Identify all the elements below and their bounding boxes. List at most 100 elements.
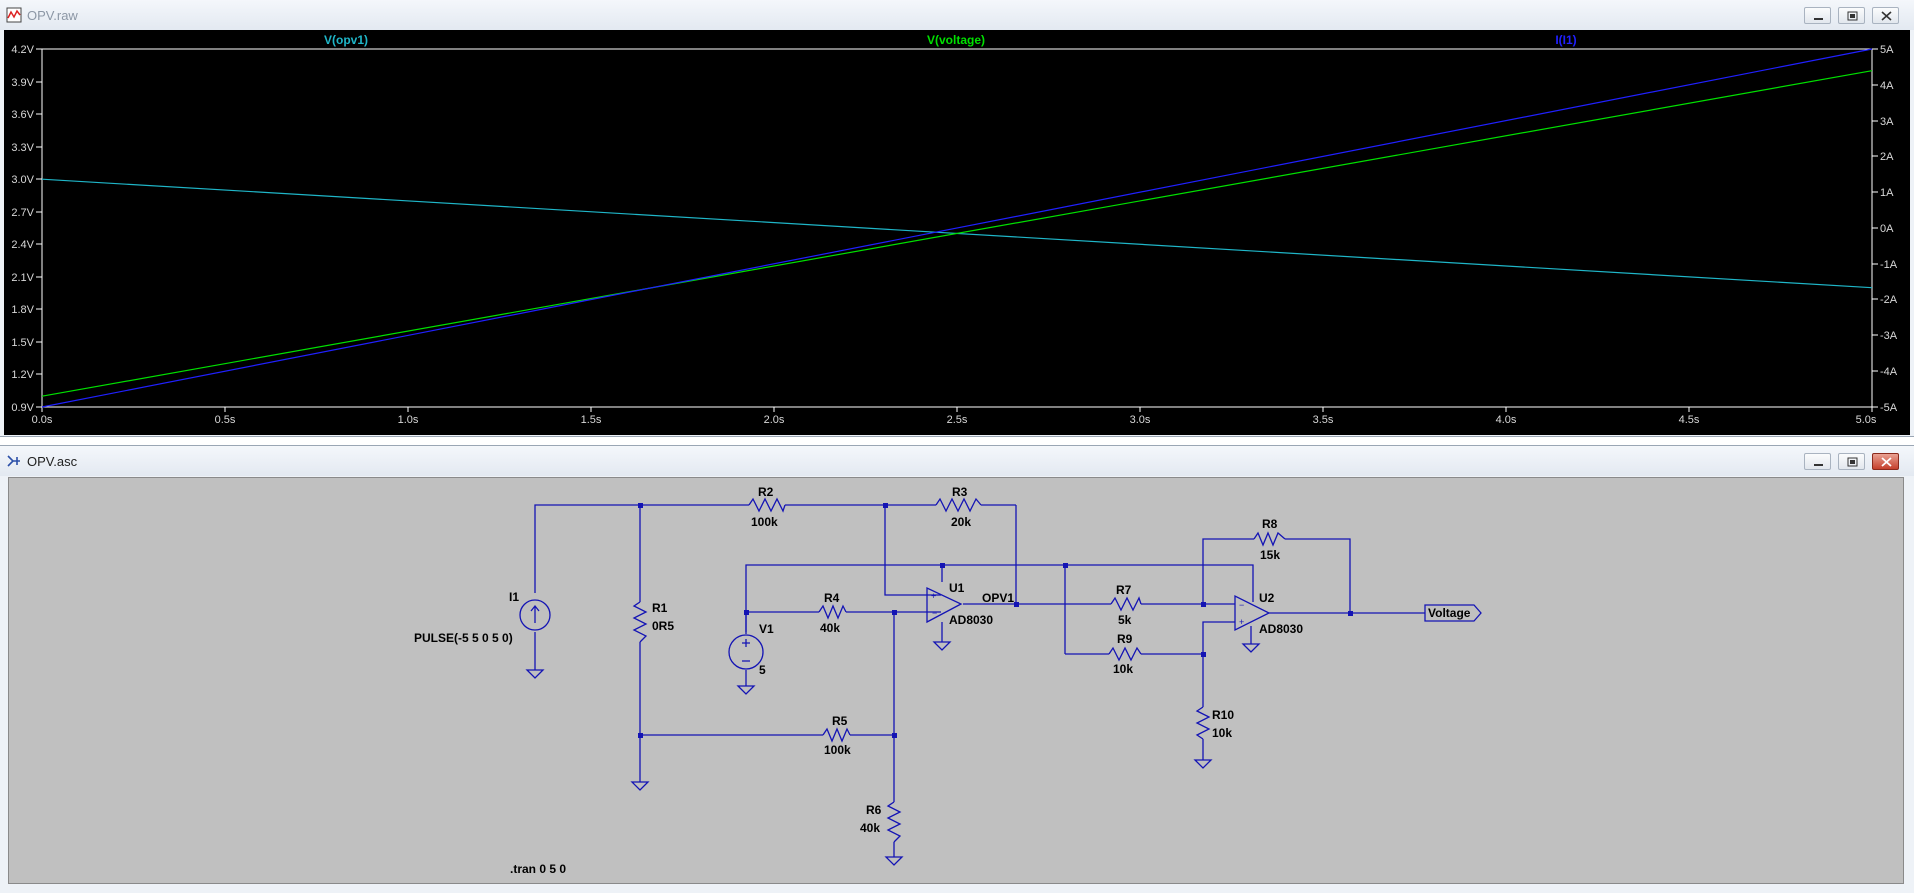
schematic-labels: I1 PULSE(-5 5 0 5 0) R1 0R5 R2 100k R3 2…: [414, 485, 1471, 876]
left-tick: 1.8V: [11, 304, 34, 316]
x-tick: 5.0s: [1856, 414, 1877, 426]
resistor-r6: [886, 801, 902, 843]
right-tick: -3A: [1880, 330, 1898, 342]
x-tick: 4.0s: [1496, 414, 1517, 426]
ground-icon: [884, 856, 904, 866]
spice-directive[interactable]: .tran 0 5 0: [510, 862, 566, 876]
left-tick: 2.7V: [11, 207, 34, 219]
right-tick: 5A: [1880, 44, 1894, 56]
minimize-button[interactable]: [1804, 7, 1831, 24]
wires: [534, 504, 1425, 857]
label-r2-name: R2: [758, 485, 774, 499]
right-tick: 0A: [1880, 223, 1894, 235]
label-u2-value: AD8030: [1259, 622, 1303, 636]
plot-pane[interactable]: V(opv1) V(voltage) I(I1) 4.2V 3.9V 3.6V …: [4, 30, 1910, 435]
label-r3-name: R3: [952, 485, 968, 499]
schematic-drawing[interactable]: + − − +: [9, 478, 1905, 885]
resistor-r4: [818, 604, 847, 620]
label-v1-value: 5: [759, 663, 766, 677]
x-tick: 0.0s: [32, 414, 53, 426]
label-r4-value: 40k: [820, 621, 840, 635]
left-tick: 2.4V: [11, 239, 34, 251]
trace-label-ii1[interactable]: I(I1): [1555, 33, 1576, 47]
voltage-source-v1[interactable]: [728, 634, 764, 670]
trace-ii1: [41, 48, 1873, 408]
label-r8-value: 15k: [1260, 548, 1280, 562]
label-u2-name: U2: [1259, 591, 1275, 605]
restore-icon: [1847, 11, 1858, 21]
x-tick: 1.5s: [581, 414, 602, 426]
resistor-r3: [935, 497, 982, 513]
net-label-opv1[interactable]: OPV1: [982, 591, 1014, 605]
waveform-window: OPV.raw V(opv1) V(voltage) I(I1) 4.2V 3.…: [0, 0, 1914, 437]
x-axis: 0.0s 0.5s 1.0s 1.5s 2.0s 2.5s 3.0s 3.5s …: [32, 414, 1877, 426]
label-r6-value: 40k: [860, 821, 880, 835]
x-tick: 1.0s: [398, 414, 419, 426]
trace-label-vopv1[interactable]: V(opv1): [324, 33, 368, 47]
waveform-window-title: OPV.raw: [27, 8, 78, 23]
label-r10-name: R10: [1212, 708, 1234, 722]
label-i1-name: I1: [509, 590, 519, 604]
label-r5-name: R5: [832, 714, 848, 728]
label-r2-value: 100k: [751, 515, 778, 529]
resistor-r8: [1253, 531, 1286, 547]
close-button[interactable]: [1872, 453, 1899, 470]
svg-text:+: +: [1239, 617, 1244, 627]
schematic-titlebar[interactable]: OPV.asc: [0, 446, 1914, 476]
close-icon: [1881, 11, 1892, 21]
left-tick: 3.3V: [11, 142, 34, 154]
right-tick: 1A: [1880, 187, 1894, 199]
trace-layer: [41, 48, 1873, 408]
right-tick-marks: [1872, 48, 1878, 408]
label-r7-value: 5k: [1118, 613, 1132, 627]
opamp-u1[interactable]: + −: [926, 586, 963, 624]
junctions: [638, 503, 1353, 738]
opamp-u2[interactable]: − +: [1234, 594, 1271, 632]
waveform-app-icon: [6, 7, 22, 23]
label-r8-name: R8: [1262, 517, 1278, 531]
resistor-r7: [1110, 596, 1142, 612]
svg-text:+: +: [931, 591, 936, 601]
restore-button[interactable]: [1838, 453, 1865, 470]
ground-icon: [1241, 643, 1261, 653]
minimize-icon: [1814, 464, 1823, 466]
waveform-plot[interactable]: V(opv1) V(voltage) I(I1) 4.2V 3.9V 3.6V …: [4, 30, 1910, 435]
ground-symbols: [525, 641, 1261, 866]
left-tick: 3.0V: [11, 174, 34, 186]
ground-icon: [1193, 759, 1213, 769]
restore-button[interactable]: [1838, 7, 1865, 24]
ground-icon: [932, 641, 952, 651]
left-tick: 4.2V: [11, 44, 34, 56]
net-label-voltage[interactable]: Voltage: [1428, 606, 1471, 620]
net-label-voltage-flag[interactable]: [1424, 604, 1482, 622]
x-tick: 3.0s: [1130, 414, 1151, 426]
schematic-app-icon: [7, 455, 20, 467]
label-r3-value: 20k: [951, 515, 971, 529]
waveform-titlebar[interactable]: OPV.raw: [0, 0, 1914, 30]
x-tick: 2.0s: [764, 414, 785, 426]
schematic-canvas[interactable]: + − − +: [8, 477, 1904, 884]
right-tick: -2A: [1880, 294, 1898, 306]
ground-icon: [630, 781, 650, 791]
minimize-button[interactable]: [1804, 453, 1831, 470]
right-tick: 2A: [1880, 151, 1894, 163]
left-tick: 0.9V: [11, 402, 34, 414]
ground-icon: [736, 685, 756, 695]
left-axis: 4.2V 3.9V 3.6V 3.3V 3.0V 2.7V 2.4V 2.1V …: [11, 44, 34, 414]
label-u1-name: U1: [949, 581, 965, 595]
current-source-i1[interactable]: [519, 599, 551, 631]
left-tick: 3.9V: [11, 77, 34, 89]
close-button[interactable]: [1872, 7, 1899, 24]
right-axis: 5A 4A 3A 2A 1A 0A -1A -2A -3A -4A -5A: [1880, 44, 1898, 414]
label-u1-value: AD8030: [949, 613, 993, 627]
left-tick: 3.6V: [11, 109, 34, 121]
label-r9-value: 10k: [1113, 662, 1133, 676]
left-tick: 1.2V: [11, 369, 34, 381]
label-r1-value: 0R5: [652, 619, 674, 633]
ground-icon: [525, 669, 545, 679]
trace-label-vvoltage[interactable]: V(voltage): [927, 33, 985, 47]
restore-icon: [1847, 457, 1858, 467]
resistor-r10: [1195, 706, 1211, 740]
resistor-r5: [822, 727, 851, 743]
schematic-window: OPV.asc: [0, 445, 1914, 893]
